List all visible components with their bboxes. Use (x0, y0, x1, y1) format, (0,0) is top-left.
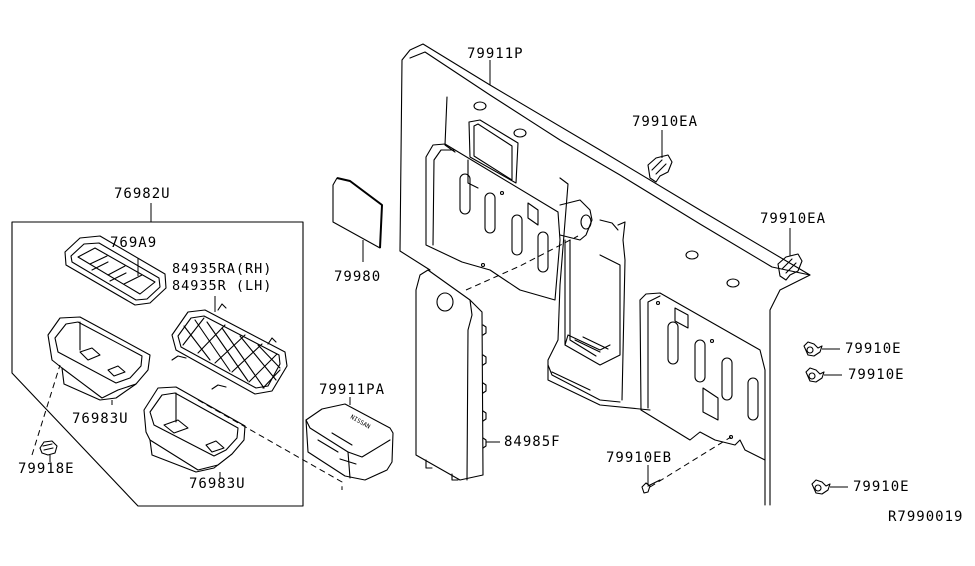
pad-79980[interactable] (332, 177, 383, 262)
clip-79910E-c[interactable] (811, 479, 848, 495)
part-label-79910EB: 79910EB (606, 450, 673, 466)
rear-panel-79911P[interactable] (399, 43, 811, 506)
screw-79910EB[interactable] (641, 465, 661, 494)
clip-79910E-b[interactable] (805, 367, 842, 383)
net-84935R[interactable] (171, 296, 288, 395)
part-label-79980: 79980 (334, 269, 382, 285)
clip-79910E-a[interactable] (803, 341, 840, 357)
part-label-79910E-c: 79910E (853, 479, 910, 495)
part-label-84935RA-RH: 84935RA(RH) (172, 261, 273, 277)
part-label-769A9: 769A9 (110, 235, 158, 251)
part-label-79910EA-a: 79910EA (632, 114, 699, 130)
part-label-84935R-LH: 84935R (LH) (172, 278, 273, 294)
storage-box-76983U-a[interactable] (47, 316, 151, 405)
part-label-84985F: 84985F (504, 434, 561, 450)
tray-769A9[interactable] (64, 235, 167, 306)
part-label-79910E-a: 79910E (845, 341, 902, 357)
part-label-76982U: 76982U (114, 186, 171, 202)
part-label-79911PA: 79911PA (319, 382, 386, 398)
diagram-reference-code: R7990019 (888, 509, 964, 525)
part-label-76983U-a: 76983U (72, 411, 129, 427)
finisher-dashed-line (465, 235, 579, 291)
part-label-79918E: 79918E (18, 461, 75, 477)
part-label-79910E-b: 79910E (848, 367, 905, 383)
storage-box-76983U-b[interactable] (143, 386, 246, 478)
part-label-79911P: 79911P (467, 46, 524, 62)
clip-79910EA-b[interactable] (777, 228, 803, 281)
screw-dashed-line (649, 436, 732, 488)
assembly-leader-dashed (197, 399, 343, 490)
clip-79910EA-a[interactable] (647, 130, 673, 183)
part-label-79910EA-b: 79910EA (760, 211, 827, 227)
clip-79918E[interactable] (31, 364, 61, 462)
assembly-group-box (11, 203, 304, 507)
side-finisher-84985F[interactable] (415, 269, 500, 481)
part-label-76983U-b: 76983U (189, 476, 246, 492)
cover-79911PA[interactable]: NISSAN (305, 397, 394, 481)
